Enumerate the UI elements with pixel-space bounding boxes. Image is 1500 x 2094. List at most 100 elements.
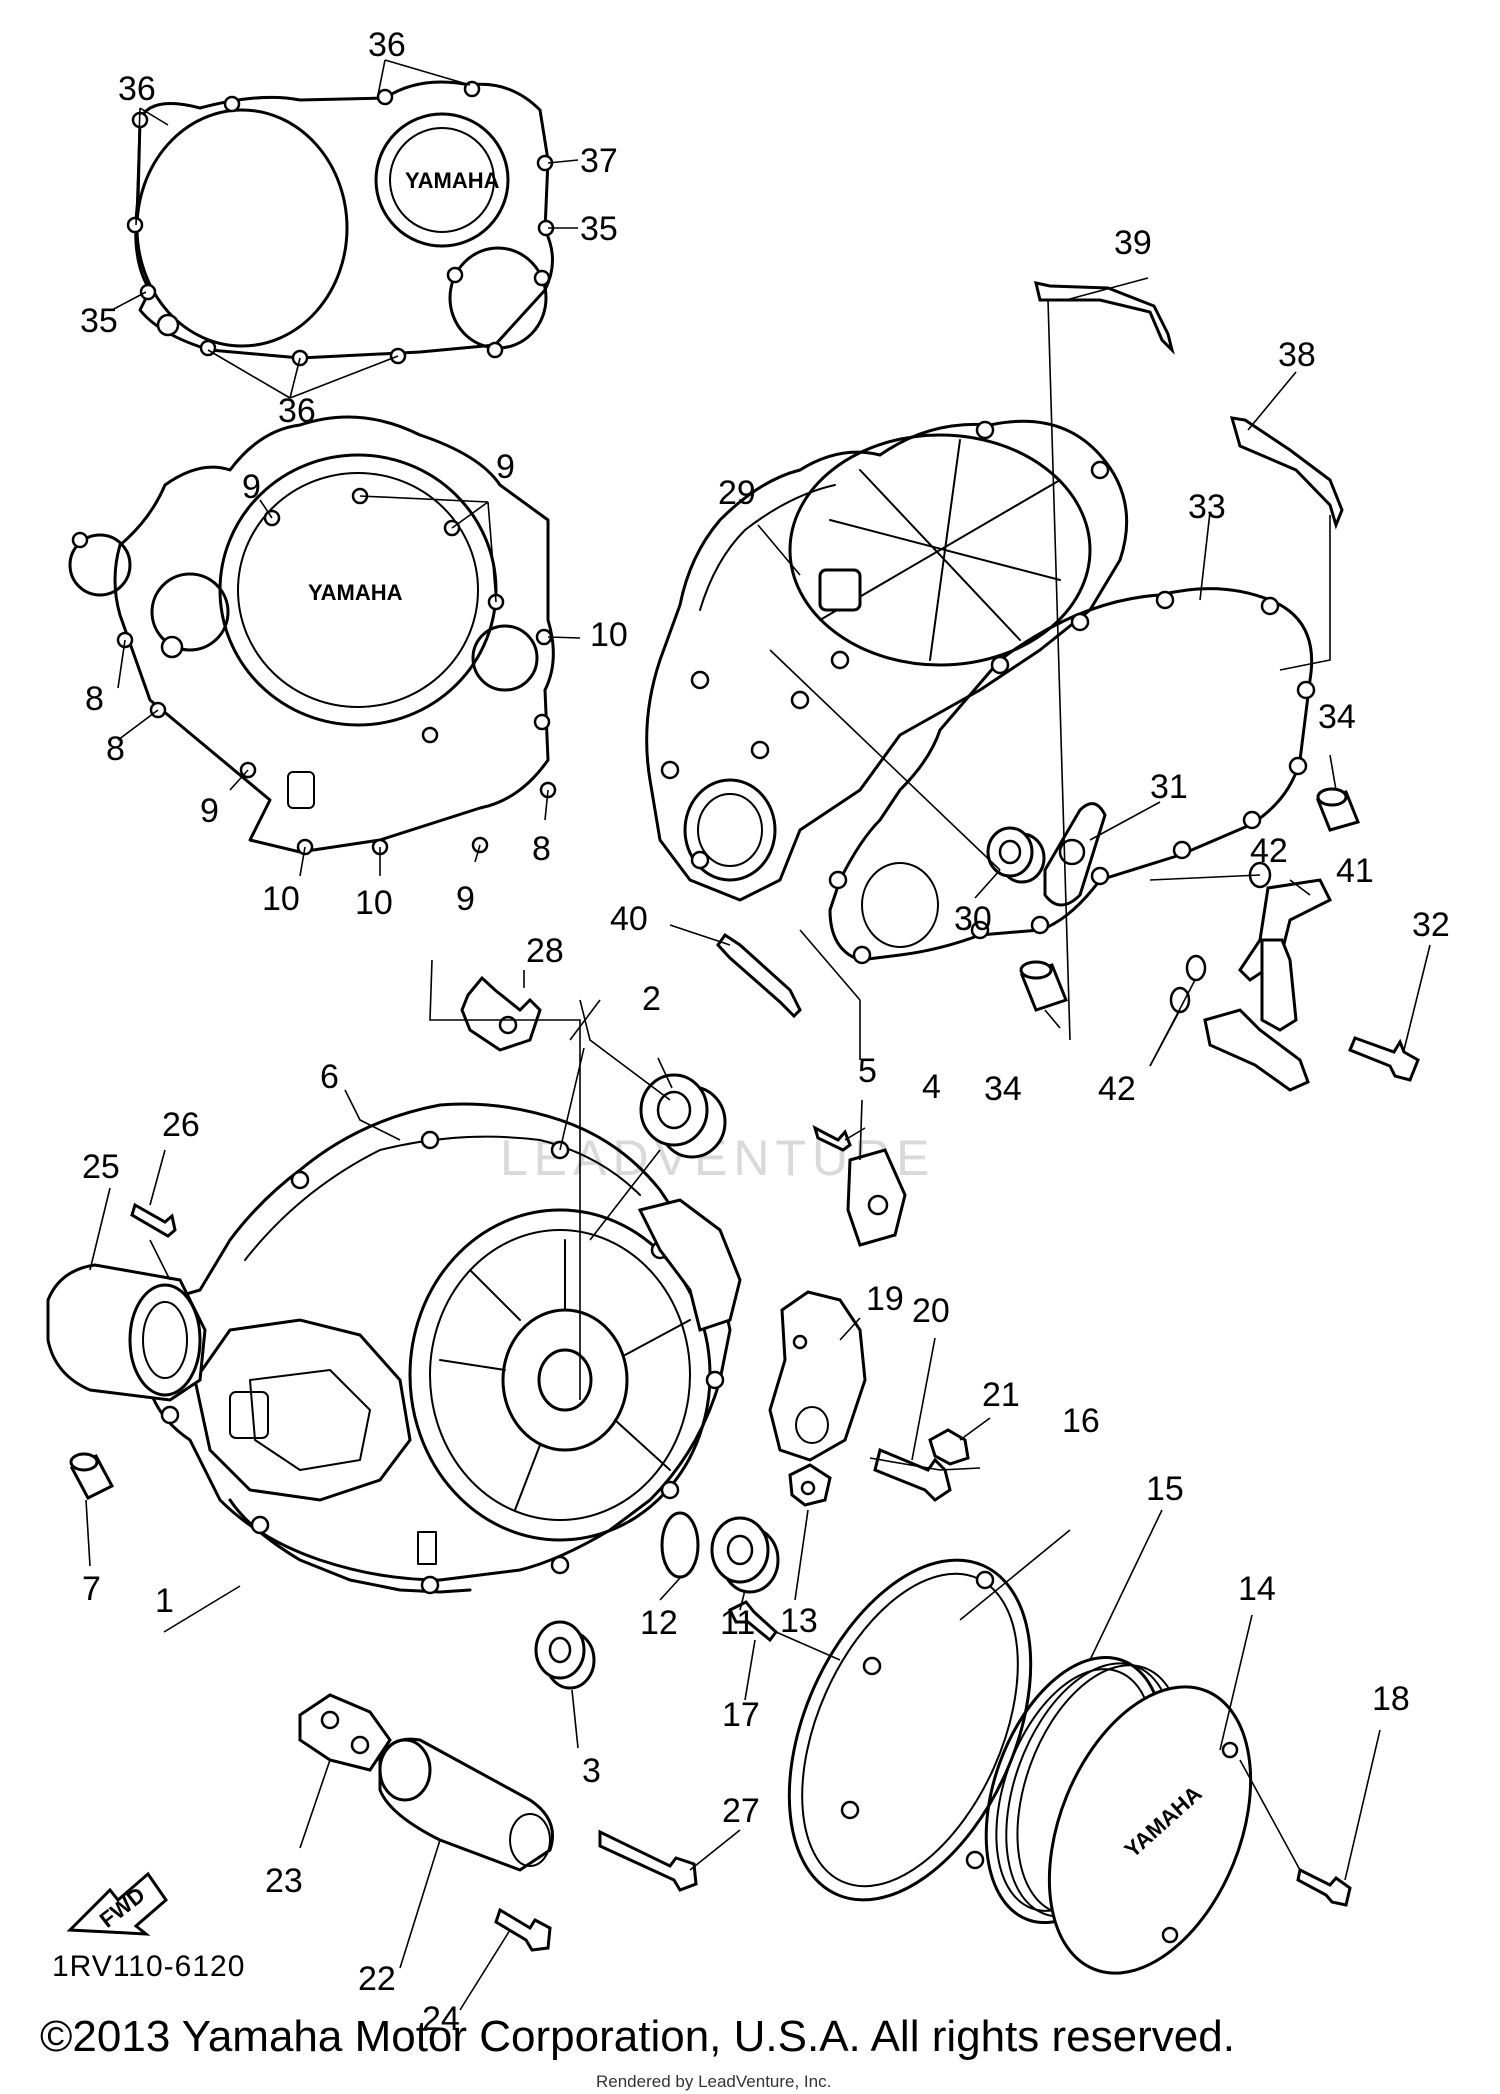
callout-10-c: 10 [355, 884, 393, 922]
oil-seal-30 [986, 826, 1046, 884]
brand-logo-gasket-2: YAMAHA [308, 580, 403, 605]
plate-31 [1043, 802, 1107, 907]
callout-40: 40 [610, 900, 648, 938]
callout-33: 33 [1188, 488, 1226, 526]
callout-23: 23 [265, 1862, 303, 1900]
bolt-27 [598, 1829, 698, 1892]
callout-35-b: 35 [80, 302, 118, 340]
bracket-39 [1033, 281, 1175, 355]
callout-7: 7 [82, 1570, 101, 1608]
bolt-17 [727, 1600, 779, 1643]
callout-9-a: 9 [242, 468, 261, 506]
callout-8-a: 8 [85, 680, 104, 718]
callout-41: 41 [1336, 852, 1374, 890]
bolt-26 [130, 1202, 177, 1238]
callout-13: 13 [780, 1602, 818, 1640]
cover-plate-19 [768, 1290, 867, 1462]
leader-lines-lower [85, 959, 1381, 2011]
shift-lever-41 [1203, 878, 1333, 1092]
callout-9-b: 9 [496, 448, 515, 486]
callout-25: 25 [82, 1148, 120, 1186]
cover-boss-right [637, 1198, 742, 1332]
cover-14: YAMAHA [1047, 1685, 1253, 1975]
leader-lines-second [117, 495, 581, 877]
oil-seal-2 [639, 1073, 727, 1159]
callout-18: 18 [1372, 1680, 1410, 1718]
callout-5: 5 [858, 1052, 877, 1090]
bracket-38 [1229, 416, 1344, 530]
callout-34-b: 34 [984, 1070, 1022, 1108]
leader-lines-top [111, 59, 579, 399]
bolt-32 [1348, 1036, 1420, 1082]
callout-42-a: 42 [1250, 832, 1288, 870]
callout-37: 37 [580, 142, 618, 180]
bolt-21 [928, 1428, 970, 1466]
callout-10-b: 10 [262, 880, 300, 918]
callout-1: 1 [155, 1582, 174, 1620]
o-ring-42 [1169, 861, 1272, 1014]
callout-35-a: 35 [580, 210, 618, 248]
crankcase-cover-1 [138, 1102, 732, 1595]
callout-34-a: 34 [1318, 698, 1356, 736]
bracket-28 [460, 975, 542, 1052]
callout-12: 12 [640, 1604, 678, 1642]
callout-4: 4 [922, 1068, 941, 1106]
callout-26: 26 [162, 1106, 200, 1144]
callout-19: 19 [866, 1280, 904, 1318]
callout-6: 6 [320, 1058, 339, 1096]
callout-22: 22 [358, 1960, 396, 1998]
case-cover-gasket-33 [828, 587, 1316, 965]
callout-10-a: 10 [590, 616, 628, 654]
crankcase-cover-gasket-1: YAMAHA [126, 80, 555, 367]
callout-labels: 1 2 3 4 5 6 7 8 8 8 9 9 9 9 10 10 10 11 … [80, 26, 1450, 2038]
callout-11: 11 [720, 1604, 755, 1642]
callout-9-c: 9 [200, 792, 219, 830]
callout-2: 2 [642, 980, 661, 1018]
diagram-code: 1RV110-6120 [52, 1950, 246, 1983]
callout-15: 15 [1146, 1470, 1184, 1508]
starter-clutch-22 [378, 1737, 554, 1872]
rendered-by-note: Rendered by LeadVenture, Inc. [596, 2072, 832, 2091]
brand-logo-gasket: YAMAHA [405, 168, 500, 193]
callout-24: 24 [422, 2000, 460, 2038]
callout-36-a: 36 [118, 70, 156, 108]
copyright-notice: ©2013 Yamaha Motor Corporation, U.S.A. A… [40, 2012, 1235, 2061]
retainer-13 [788, 1463, 832, 1507]
bolt-24 [494, 1907, 552, 1952]
callout-30: 30 [954, 900, 992, 938]
screw-5 [812, 1125, 852, 1152]
gasket-23 [298, 1693, 392, 1772]
bracket-40 [716, 932, 802, 1019]
callout-28: 28 [526, 932, 564, 970]
crankcase-cover-29 [645, 419, 1129, 902]
leader-lines-right [569, 277, 1431, 1067]
callout-9-d: 9 [456, 880, 475, 918]
callout-17: 17 [722, 1696, 760, 1734]
dowel-pin-34-lower [1019, 960, 1068, 1012]
callout-42-b: 42 [1098, 1070, 1136, 1108]
callout-20: 20 [912, 1292, 950, 1330]
callout-29: 29 [718, 474, 756, 512]
dowel-pin-7 [69, 1452, 115, 1500]
gasket-16 [787, 1558, 1033, 1902]
callout-36-b: 36 [368, 26, 406, 64]
callout-36-c: 36 [278, 392, 316, 430]
callout-3: 3 [582, 1752, 601, 1790]
screw-18 [1296, 1867, 1352, 1907]
callout-21: 21 [982, 1376, 1020, 1414]
crankcase-cover-gasket-2: YAMAHA [68, 415, 557, 856]
callout-8-c: 8 [532, 830, 551, 868]
oil-seal-3 [534, 1620, 596, 1690]
cap-11 [710, 1516, 780, 1594]
fwd-arrow-icon: FWD [66, 1871, 168, 1936]
callout-14: 14 [1238, 1570, 1276, 1608]
callout-27: 27 [722, 1792, 760, 1830]
callout-8-b: 8 [106, 730, 125, 768]
callout-38: 38 [1278, 336, 1316, 374]
callout-32: 32 [1412, 906, 1450, 944]
callout-16: 16 [1062, 1402, 1100, 1440]
starter-motor-25 [46, 1263, 207, 1402]
o-ring-12 [660, 1511, 700, 1579]
callout-31: 31 [1150, 768, 1188, 806]
